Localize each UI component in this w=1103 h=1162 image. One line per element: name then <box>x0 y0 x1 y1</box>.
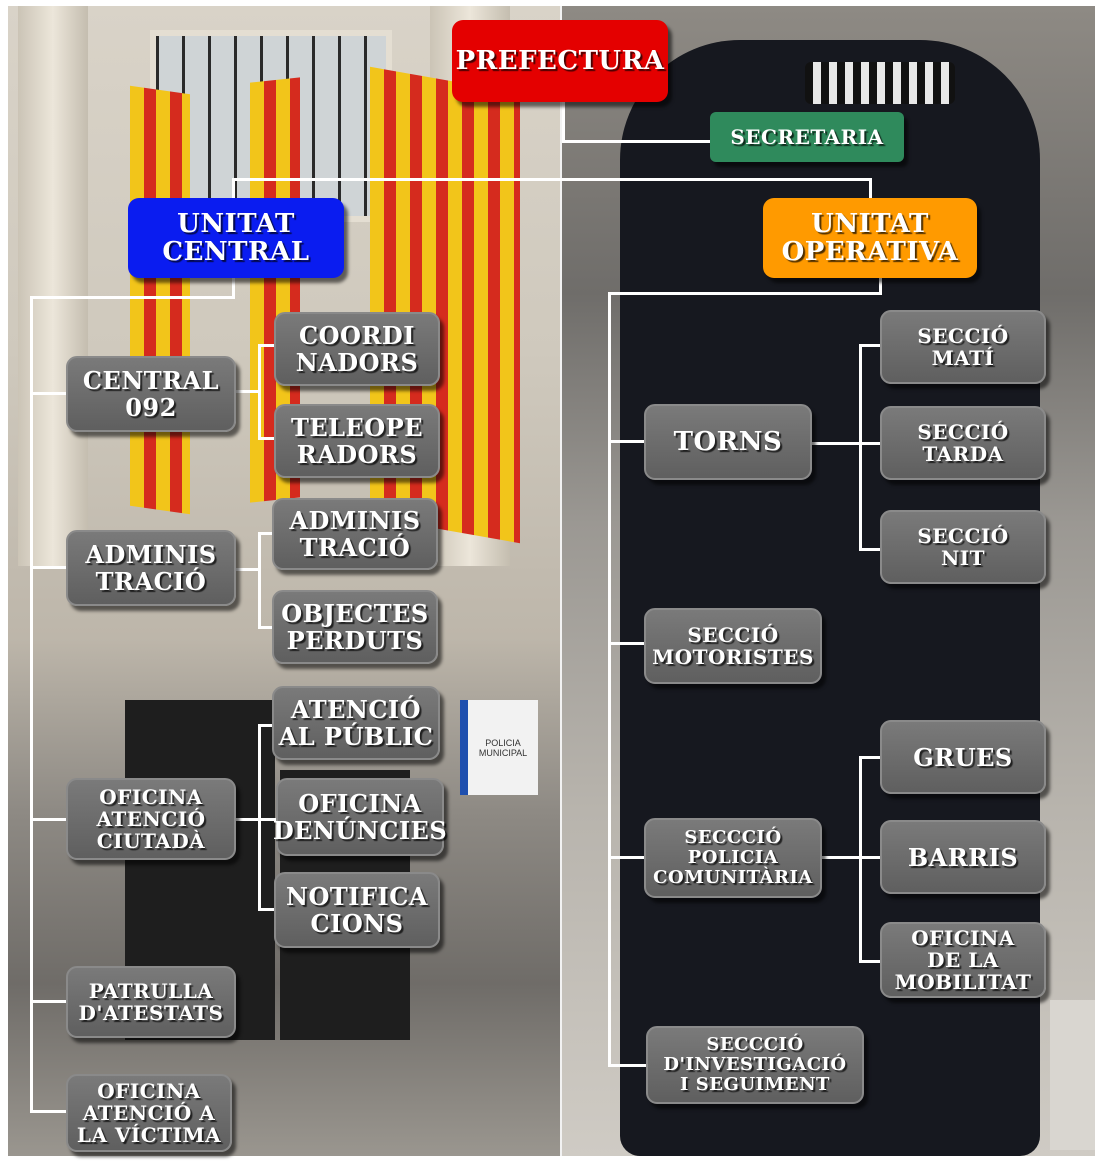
patrulla-atestats-box: PATRULLA D'ATESTATS <box>66 966 236 1038</box>
connector-line <box>258 626 276 629</box>
connector-line <box>859 344 862 550</box>
connector-line <box>859 756 881 759</box>
connector-line <box>812 442 862 445</box>
seccio-nit-box: SECCIÓ NIT <box>880 510 1046 584</box>
connector-line <box>859 442 881 445</box>
connector-line <box>258 344 261 439</box>
connector-line <box>232 178 235 200</box>
connector-line <box>258 724 276 727</box>
connector-line <box>608 292 882 295</box>
connector-line <box>232 276 235 298</box>
administracio-box: ADMINIS TRACIÓ <box>66 530 236 606</box>
connector-line <box>859 548 881 551</box>
grues-box: GRUES <box>880 720 1046 794</box>
oficina-denuncies-box: OFICINA DENÚNCIES <box>273 778 447 856</box>
connector-line <box>258 724 261 910</box>
connector-line <box>30 392 70 395</box>
connector-line <box>30 566 70 569</box>
oficina-mobilitat-box: OFICINA DE LA MOBILITAT <box>880 922 1046 998</box>
connector-line <box>608 292 611 1066</box>
connector-line <box>562 140 712 143</box>
photo-divider <box>560 6 562 1156</box>
police-cap <box>805 62 955 104</box>
seccio-mati-box: SECCIÓ MATÍ <box>880 310 1046 384</box>
connector-line <box>859 344 881 347</box>
connector-line <box>258 908 276 911</box>
objectes-perduts-box: OBJECTES PERDUTS <box>272 590 438 664</box>
administracio-sub-box: ADMINIS TRACIÓ <box>272 498 438 570</box>
torns-box: TORNS <box>644 404 812 480</box>
prefectura-box: PREFECTURA <box>452 20 668 102</box>
police-sign: POLICIA MUNICIPAL <box>460 700 538 795</box>
connector-line <box>608 1064 646 1067</box>
building-column <box>18 6 88 566</box>
connector-line <box>608 642 646 645</box>
connector-line <box>258 532 261 628</box>
connector-line <box>562 100 565 143</box>
connector-line <box>258 532 276 535</box>
connector-line <box>232 178 872 181</box>
connector-line <box>869 178 872 200</box>
connector-line <box>608 440 646 443</box>
connector-line <box>258 344 276 347</box>
seccio-policia-comunitaria-box: SECCCIÓ POLICIA COMUNITÀRIA <box>644 818 822 898</box>
seccio-motoristes-box: SECCIÓ MOTORISTES <box>644 608 822 684</box>
connector-line <box>236 390 260 393</box>
connector-line <box>859 756 862 962</box>
unitat-operativa-box: UNITAT OPERATIVA <box>763 198 977 278</box>
connector-line <box>608 856 646 859</box>
notificacions-box: NOTIFICA CIONS <box>274 872 440 948</box>
connector-line <box>859 856 881 859</box>
connector-line <box>236 568 260 571</box>
secretaria-box: SECRETARIA <box>710 112 904 162</box>
connector-line <box>236 818 276 821</box>
connector-line <box>30 1000 70 1003</box>
atencio-al-public-box: ATENCIÓ AL PÚBLIC <box>272 686 440 760</box>
connector-line <box>859 960 881 963</box>
oficina-atencio-ciutada-box: OFICINA ATENCIÓ CIUTADÀ <box>66 778 236 860</box>
connector-line <box>30 818 70 821</box>
unitat-central-box: UNITAT CENTRAL <box>128 198 344 278</box>
connector-line <box>879 278 882 294</box>
connector-line <box>30 296 33 1112</box>
coordinadors-box: COORDI NADORS <box>274 312 440 386</box>
oficina-atencio-victima-box: OFICINA ATENCIÓ A LA VÍCTIMA <box>66 1074 232 1152</box>
catalan-flag <box>130 85 190 515</box>
connector-line <box>258 437 276 440</box>
connector-line <box>30 1110 70 1113</box>
teleoperadors-box: TELEOPE RADORS <box>274 404 440 478</box>
seccio-investigacio-box: SECCCIÓ D'INVESTIGACIÓ I SEGUIMENT <box>646 1026 864 1104</box>
connector-line <box>822 856 862 859</box>
connector-line <box>30 296 235 299</box>
street-debris <box>1050 1000 1095 1150</box>
seccio-tarda-box: SECCIÓ TARDA <box>880 406 1046 480</box>
barris-box: BARRIS <box>880 820 1046 894</box>
central-092-box: CENTRAL 092 <box>66 356 236 432</box>
